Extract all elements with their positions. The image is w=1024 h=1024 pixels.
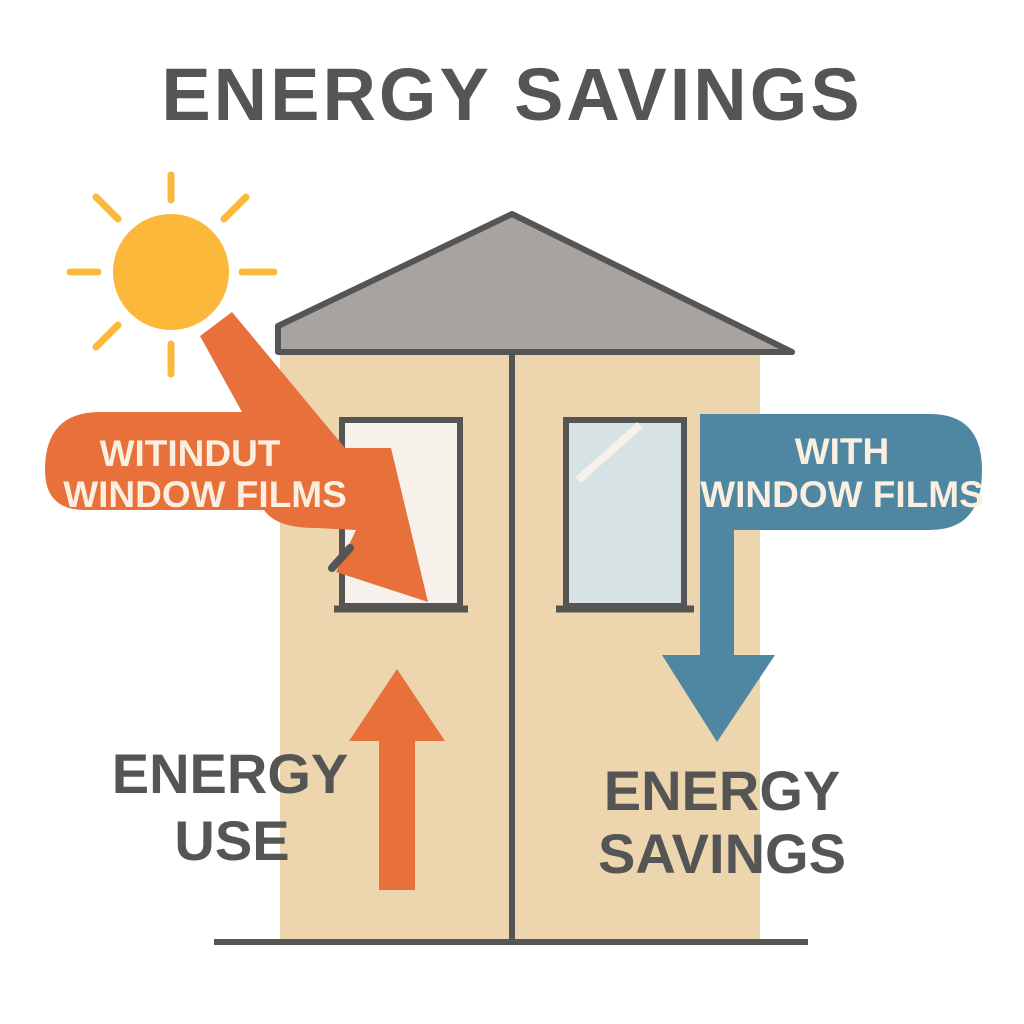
- heat-gain-callout: WITINDUT WINDOW FILMS: [45, 312, 428, 602]
- window-with-film: [556, 417, 694, 613]
- with-films-line1: WITH: [795, 431, 890, 472]
- house-roof: [275, 211, 795, 355]
- energy-savings-label-line2: SAVINGS: [598, 822, 846, 885]
- without-films-line2: WINDOW FILMS: [63, 474, 347, 515]
- heat-block-callout: WITH WINDOW FILMS: [662, 414, 984, 742]
- energy-savings-label-line1: ENERGY: [604, 759, 841, 822]
- sun-icon: [66, 171, 278, 378]
- energy-use-label-line1: ENERGY: [112, 742, 349, 805]
- without-films-line1: WITINDUT: [100, 433, 281, 474]
- energy-use-label-line2: USE: [174, 809, 289, 872]
- heat-gain-arrow: [45, 312, 428, 602]
- with-films-line2: WINDOW FILMS: [700, 474, 984, 515]
- heat-arrow-shadow: [328, 544, 354, 572]
- energy-savings-arrow: [662, 414, 982, 742]
- energy-use-arrow: [349, 669, 445, 890]
- diagram-title: ENERGY SAVINGS: [161, 53, 862, 136]
